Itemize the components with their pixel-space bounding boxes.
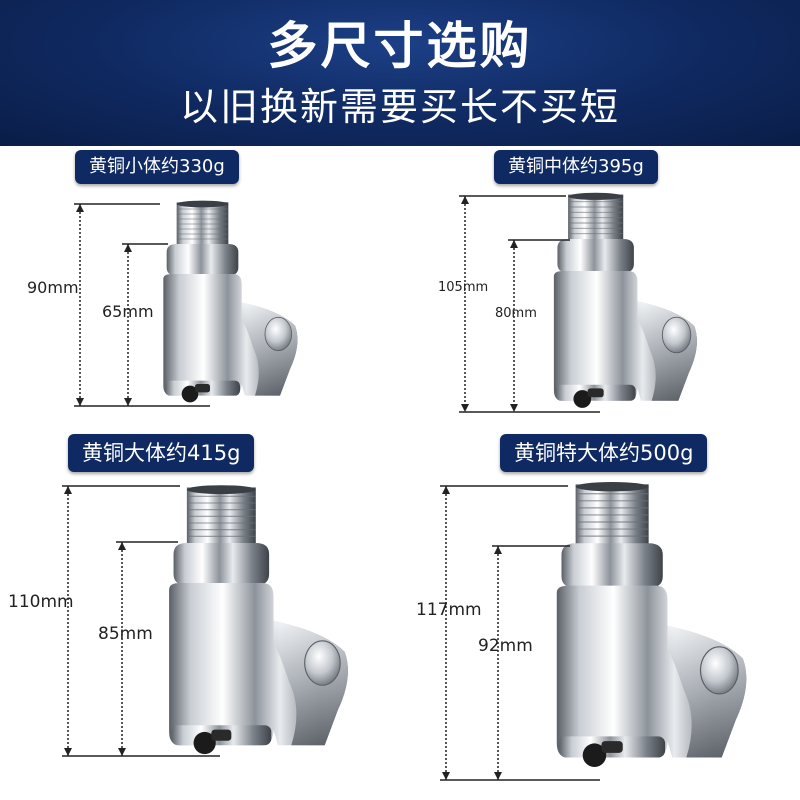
product-label-small: 黄铜小体约330g [75,150,239,184]
total-height-small: 90mm [27,278,79,297]
product-label-medium: 黄铜中体约395g [494,150,658,184]
total-height-xlarge: 117mm [416,600,482,620]
total-height-medium: 105mm [438,280,489,295]
body-height-small: 65mm [102,302,154,321]
product-label-xlarge: 黄铜特大体约500g [500,434,708,472]
page-subtitle: 以旧换新需要买长不买短 [179,85,620,129]
product-label-large: 黄铜大体约415g [68,434,255,472]
page-title: 多尺寸选购 [267,17,533,75]
body-height-medium: 80mm [495,306,537,321]
body-height-large: 85mm [98,624,153,644]
header-banner: 多尺寸选购 以旧换新需要买长不买短 [0,0,800,146]
total-height-large: 110mm [8,592,74,612]
body-height-xlarge: 92mm [478,636,533,656]
